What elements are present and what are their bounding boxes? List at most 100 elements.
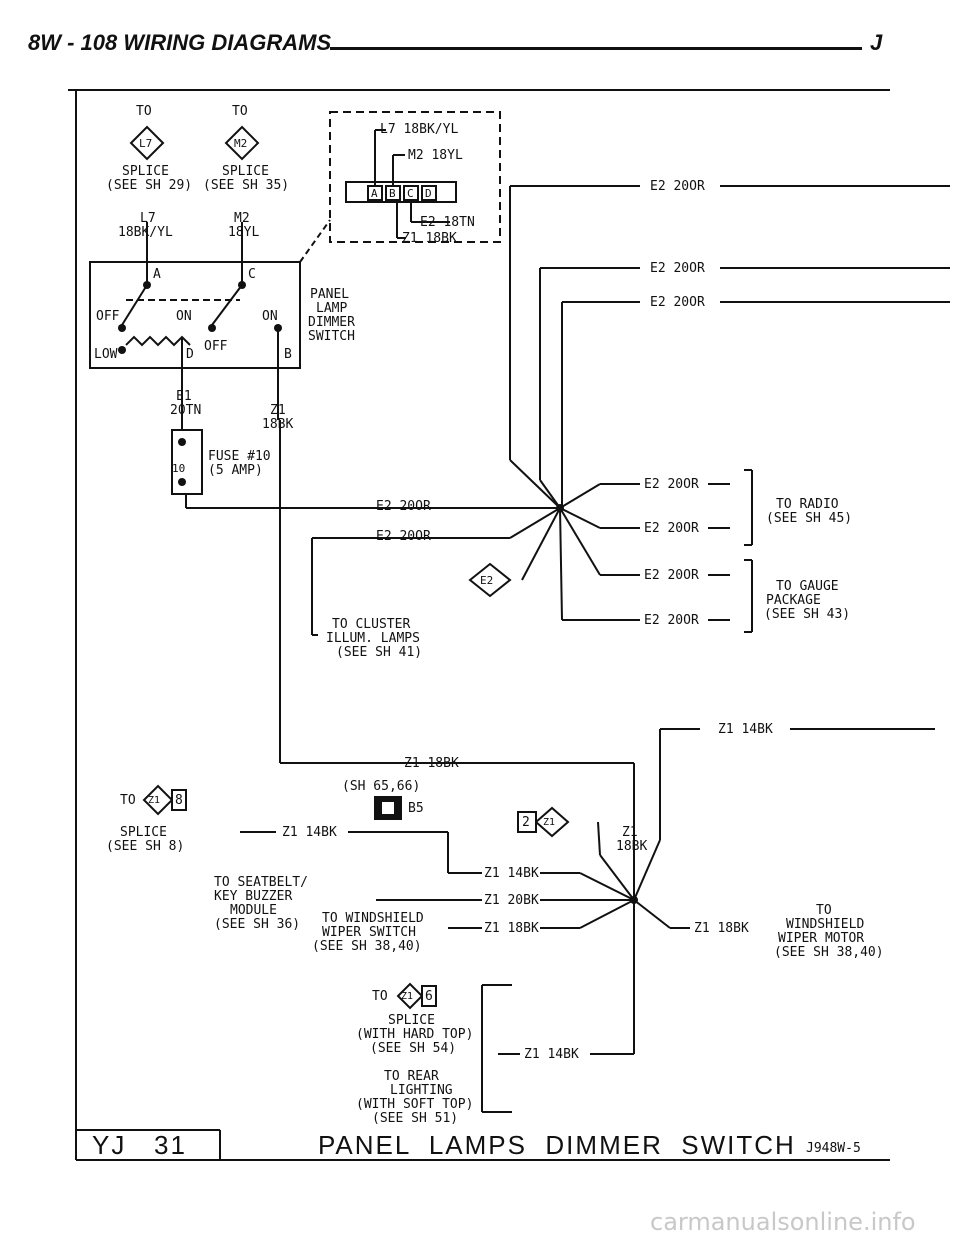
- footer-model: YJ 31: [92, 1130, 187, 1160]
- l7-splice-label: SPLICE: [122, 164, 169, 179]
- z1-right-label: Z1: [622, 825, 638, 840]
- ground-sheet-ref: (SH 65,66): [342, 779, 421, 794]
- header-section-letter: J: [870, 30, 883, 55]
- wiper-motor-label-4: (SEE SH 38,40): [774, 945, 884, 960]
- wiper-motor-label-3: WIPER MOTOR: [778, 931, 865, 946]
- z1-color: 18BK: [262, 417, 294, 432]
- switch-on-left: ON: [176, 309, 192, 324]
- connector-e2-label: E2 18TN: [420, 215, 475, 230]
- seatbelt-label-1: TO SEATBELT/: [214, 875, 308, 890]
- m2-to-label: TO: [232, 104, 248, 119]
- e2-r1: E2 20OR: [644, 477, 699, 492]
- splice2-badge: Z1: [543, 817, 556, 828]
- z1-18bk-r: Z1 18BK: [694, 921, 749, 936]
- e2-mid2: E2 20OR: [376, 529, 431, 544]
- fuse-label: FUSE #10: [208, 449, 271, 464]
- connector-pin-c: C: [407, 187, 414, 200]
- switch-title-3: DIMMER: [308, 315, 355, 330]
- header-rule: [330, 47, 862, 50]
- splice6-label-1: SPLICE: [388, 1013, 435, 1028]
- e2-r2: E2 20OR: [644, 521, 699, 536]
- radio-label-1: TO RADIO: [776, 497, 839, 512]
- splice2-num: 2: [522, 815, 530, 830]
- splice6-num: 6: [425, 989, 433, 1004]
- z1-label: Z1: [270, 403, 286, 418]
- splice2-diamond-icon: [534, 806, 570, 838]
- e1-color: 20TN: [170, 403, 202, 418]
- l7-badge: L7: [139, 137, 153, 150]
- e2-diamond-icon: [468, 562, 512, 598]
- wiper-switch-label-2: WIPER SWITCH: [322, 925, 416, 940]
- e2-badge: E2: [480, 574, 494, 587]
- gauge-label-1: TO GAUGE: [776, 579, 839, 594]
- e2-top1: E2 20OR: [650, 179, 705, 194]
- wiper-switch-label-1: TO WINDSHIELD: [322, 911, 424, 926]
- footer-title: PANEL LAMPS DIMMER SWITCH: [318, 1130, 796, 1160]
- l7-see-label: (SEE SH 29): [106, 178, 193, 193]
- z1-14bk-left: Z1 14BK: [282, 825, 337, 840]
- e2-top2: E2 20OR: [650, 261, 705, 276]
- gauge-label-2: PACKAGE: [766, 593, 821, 608]
- connector-z1-label: Z1 18BK: [402, 231, 457, 246]
- m2-badge: M2: [234, 137, 248, 150]
- l7-to-label: TO: [136, 104, 152, 119]
- splice6-wire: Z1 14BK: [524, 1047, 579, 1062]
- z1-14bk-top: Z1 14BK: [718, 722, 773, 737]
- z1-18bk-a: Z1 18BK: [484, 921, 539, 936]
- switch-pin-d: D: [186, 347, 194, 362]
- splice6-to: TO: [372, 989, 388, 1004]
- splice8-badge: Z1: [148, 795, 161, 806]
- footer-code: J948W-5: [806, 1141, 861, 1156]
- switch-title-2: LAMP: [316, 301, 348, 316]
- switch-on-right: ON: [262, 309, 278, 324]
- m2-wire-color: 18YL: [228, 225, 260, 240]
- splice8-label-2: (SEE SH 8): [106, 839, 185, 854]
- e1-label: E1: [176, 389, 192, 404]
- seatbelt-label-2: KEY BUZZER: [214, 889, 293, 904]
- z1-18bk-main: Z1 18BK: [404, 756, 459, 771]
- e2-r3: E2 20OR: [644, 568, 699, 583]
- z1-14bk-a: Z1 14BK: [484, 866, 539, 881]
- l7-diamond-icon: [129, 125, 165, 161]
- connector-l7-label: L7 18BK/YL: [380, 122, 459, 137]
- e2-mid1: E2 20OR: [376, 499, 431, 514]
- switch-title-1: PANEL: [310, 287, 350, 302]
- switch-pin-c: C: [248, 267, 256, 282]
- cluster-label-1: TO CLUSTER: [332, 617, 411, 632]
- fuse-rating: (5 AMP): [208, 463, 263, 478]
- splice8-to: TO: [120, 793, 136, 808]
- gauge-label-3: (SEE SH 43): [764, 607, 851, 622]
- switch-off-left: OFF: [96, 309, 120, 324]
- wiper-motor-label-1: TO: [816, 903, 832, 918]
- e2-top3: E2 20OR: [650, 295, 705, 310]
- connector-pin-d: D: [425, 187, 432, 200]
- switch-title-4: SWITCH: [308, 329, 355, 344]
- e2-r4: E2 20OR: [644, 613, 699, 628]
- cluster-label-2: ILLUM. LAMPS: [326, 631, 420, 646]
- seatbelt-label-4: (SEE SH 36): [214, 917, 301, 932]
- fuse-number: 10: [172, 462, 186, 475]
- cluster-label-3: (SEE SH 41): [336, 645, 423, 660]
- radio-label-2: (SEE SH 45): [766, 511, 853, 526]
- splice6-label-2: (WITH HARD TOP): [356, 1027, 474, 1042]
- splice6-badge: Z1: [401, 991, 414, 1002]
- rear-label-4: (SEE SH 51): [372, 1111, 459, 1126]
- z1-20bk: Z1 20BK: [484, 893, 539, 908]
- z1-right-color: 18BK: [616, 839, 648, 854]
- splice6-label-3: (SEE SH 54): [370, 1041, 457, 1056]
- rear-label-1: TO REAR: [384, 1069, 439, 1084]
- connector-pin-b: B: [389, 187, 396, 200]
- switch-pin-b: B: [284, 347, 292, 362]
- rear-label-3: (WITH SOFT TOP): [356, 1097, 474, 1112]
- l7-wire-color: 18BK/YL: [118, 225, 173, 240]
- m2-see-label: (SEE SH 35): [203, 178, 290, 193]
- wiper-motor-label-2: WINDSHIELD: [786, 917, 865, 932]
- splice8-label-1: SPLICE: [120, 825, 167, 840]
- switch-low: LOW: [94, 347, 118, 362]
- connector-pin-a: A: [371, 187, 378, 200]
- seatbelt-label-3: MODULE: [230, 903, 277, 918]
- m2-wire-label: M2: [234, 211, 250, 226]
- wiper-switch-label-3: (SEE SH 38,40): [312, 939, 422, 954]
- splice8-num: 8: [175, 793, 183, 808]
